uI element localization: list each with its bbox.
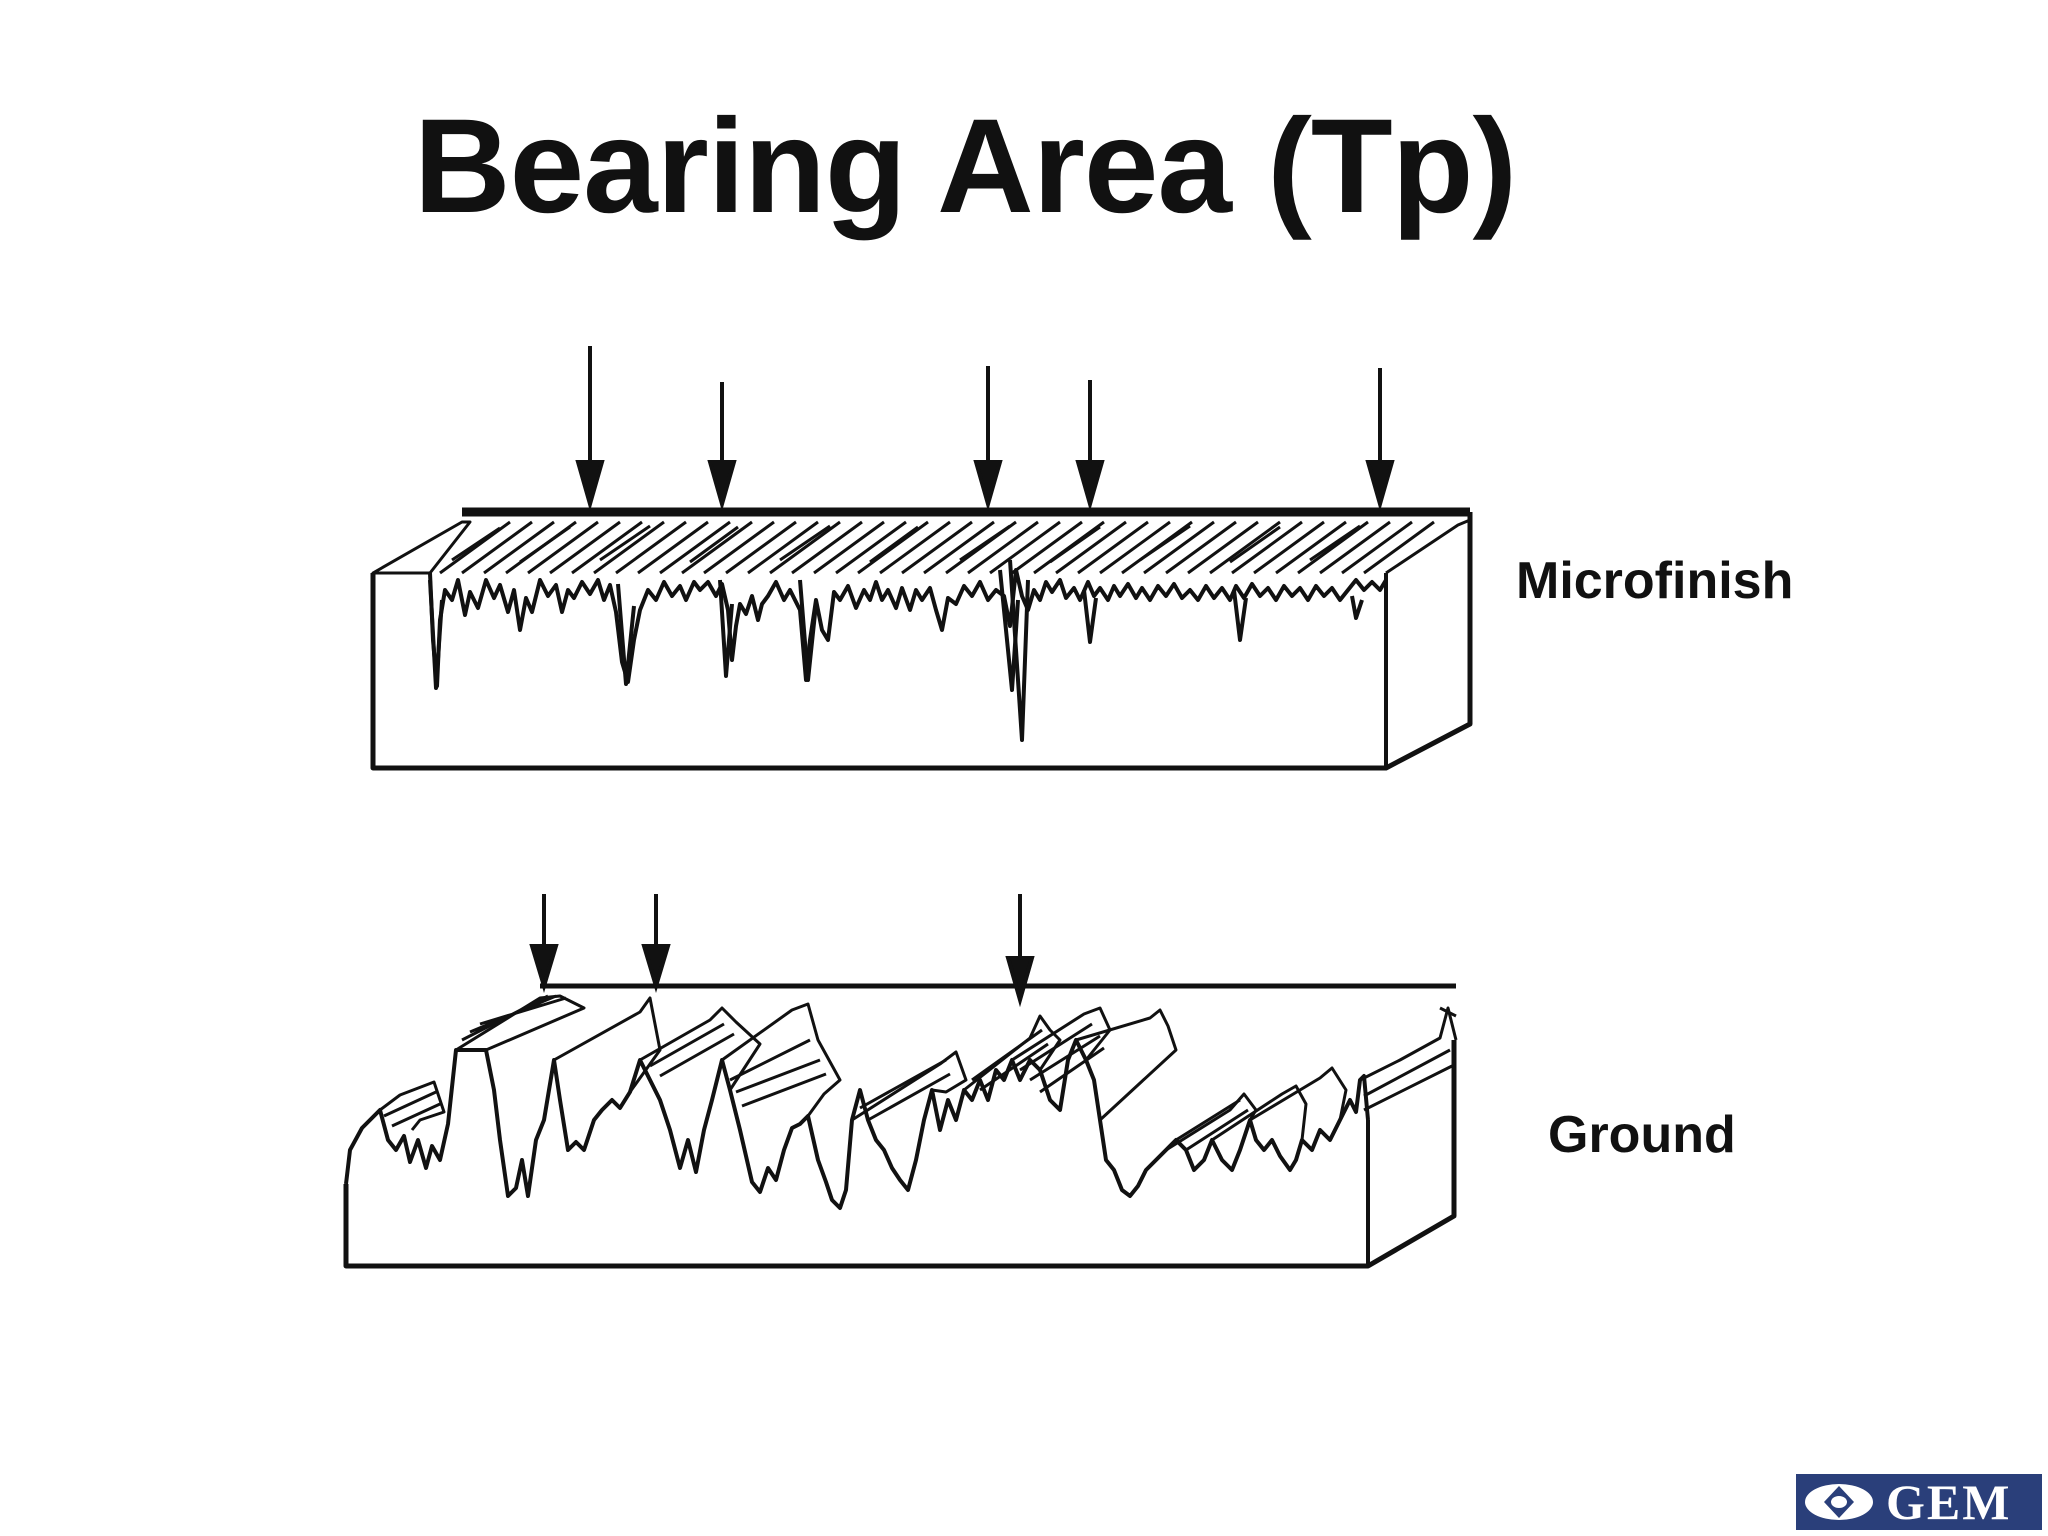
slide-title: Bearing Area (Tp) — [413, 92, 1517, 241]
gem-logo: GEM — [1796, 1474, 2042, 1530]
microfinish-surface-hatching — [439, 520, 1435, 575]
microfinish-profile — [428, 568, 1388, 688]
microfinish-surface-block — [370, 507, 1473, 771]
logo-text: GEM — [1886, 1474, 2012, 1530]
microfinish-contact-arrows — [575, 346, 1395, 512]
ground-label: Ground — [1548, 1106, 1736, 1164]
gem-emblem-icon — [1805, 1484, 1873, 1520]
ground-ridge-facets — [379, 994, 1458, 1152]
ground-block-outline — [343, 1040, 1457, 1269]
ground-profile — [344, 1038, 1370, 1210]
ground-contact-arrows — [529, 894, 1035, 1008]
microfinish-deep-valleys — [428, 559, 1364, 742]
ground-surface-block — [343, 983, 1458, 1269]
microfinish-label: Microfinish — [1516, 552, 1793, 610]
